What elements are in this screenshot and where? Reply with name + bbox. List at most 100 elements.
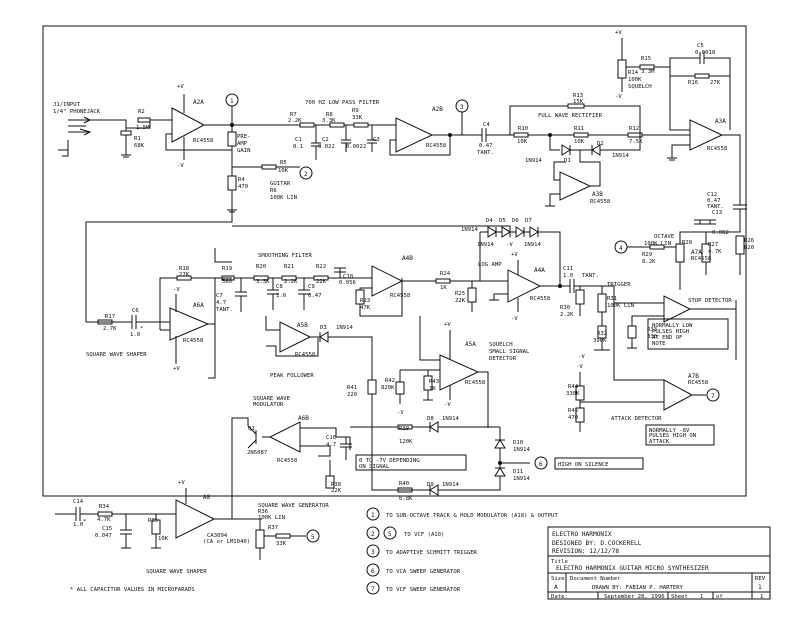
svg-text:7: 7 [371, 586, 375, 593]
c1-value: 0.1 [293, 144, 303, 150]
r39-value: 120K [399, 439, 413, 445]
opamp-a6b [268, 421, 301, 453]
pot-r14 [617, 59, 627, 79]
svg-text:2: 2 [371, 531, 375, 538]
schematic-border [42, 25, 747, 497]
opamp-a5b [279, 321, 312, 353]
r20-value: 3.3K [256, 279, 270, 285]
d3-value: 1N914 [336, 325, 353, 331]
r24-value: 1K [440, 285, 447, 291]
resistor-r2 [137, 117, 151, 123]
cap-c6 [86, 315, 170, 329]
squelch-label-1: SQUELCH [489, 342, 513, 348]
opamp-a2b [395, 117, 434, 153]
r20-ref: R20 [256, 264, 266, 270]
resistor-r16 [694, 73, 710, 79]
d2-value: 1N914 [612, 153, 629, 159]
r2-value: 1.5M [136, 125, 150, 131]
r14-squelch: SQUELCH [628, 84, 652, 90]
r7-ref: R7 [290, 112, 297, 118]
a3b-part: RC4558 [590, 199, 611, 205]
transistor-q1 [231, 417, 257, 505]
c8-value: 1.0 [276, 293, 286, 299]
resistor-r30 [575, 289, 585, 305]
resistor-r7 [299, 122, 315, 128]
c9-ref: C9 [308, 284, 315, 290]
note-box-signal: 0 TO -7V DEPENDING ON SIGNAL [355, 454, 467, 471]
title-block: ELECTRO HARMONIX DESIGNED BY: D.COCKEREL… [547, 526, 771, 600]
r15-ref: R15 [641, 56, 651, 62]
r7-value: 2.2K [288, 118, 302, 124]
wire-feedback-a2a [165, 133, 232, 151]
cap-c8 [267, 278, 279, 310]
svg-text:7: 7 [711, 393, 715, 400]
svg-text:1: 1 [371, 512, 375, 519]
r5-value: 10K [278, 168, 289, 174]
a5b-part: RC4558 [295, 352, 316, 358]
legend-item-2: 2 5 TO VCF (A10) [366, 526, 444, 540]
r14-neg: -V [615, 94, 622, 100]
r18-ref: R18 [179, 266, 190, 272]
opamp-a8 [175, 499, 216, 539]
note-box-attack: NORMALLY -8V PULSES HIGH ON ATTACK [645, 424, 715, 446]
r30-value: 2.2K [560, 312, 574, 318]
r44-value: 330K [566, 391, 580, 397]
svg-text:NORMALLY -8V: NORMALLY -8V [649, 428, 690, 434]
svg-text:5: 5 [311, 534, 315, 541]
c12-value: 0.47 [707, 198, 720, 204]
r26-ref: R26 [744, 238, 754, 244]
c14-star: * [83, 519, 86, 525]
a5a-part: RC4558 [465, 380, 486, 386]
resistor-r41 [367, 379, 377, 395]
a6a-neg: -V [173, 287, 180, 293]
cap-c11 [569, 279, 614, 293]
legend-item-3: 3 TO ADAPTIVE SCHMITT TRIGGER [366, 544, 478, 558]
r29-ref: R29 [642, 252, 652, 258]
a7a-part: RC4558 [691, 256, 712, 262]
opamp-a3a [689, 119, 724, 151]
sq-gen-label: SQUARE WAVE GENERATOR [258, 503, 329, 509]
sq-mod-label-1: SQUARE WAVE [253, 396, 291, 402]
d10-value: 1N914 [513, 447, 530, 453]
svg-text:6: 6 [539, 461, 543, 468]
d4-value: 1N914 [461, 227, 478, 233]
preamp-gain-1: PRE- [237, 134, 250, 140]
c3-value: 0.0022 [346, 144, 366, 150]
node-3: 3 [455, 99, 469, 135]
c7-value: 4.7 [216, 300, 226, 306]
r37-ref: R37 [268, 525, 278, 531]
octave-label: OCTAVE [654, 234, 675, 240]
d1-ref: D1 [564, 158, 571, 164]
wire-to-c6 [85, 210, 233, 322]
r11-ref: R11 [574, 126, 584, 132]
c16-value: 4.7 [326, 442, 336, 448]
d7-ref: D7 [525, 218, 532, 224]
cap-c7 [235, 278, 247, 312]
note-box-silence: HIGH ON SILENCE [554, 457, 644, 470]
a4a-pos: +V [511, 252, 518, 258]
stop-detector-label: STOP DETECTOR [688, 298, 732, 304]
legend-item-1: 1 TO SUB-OCTAVE TRACK & HOLD MODULATOR (… [366, 507, 558, 521]
c14-ref: C14 [73, 499, 84, 505]
svg-text:HIGH ON SILENCE: HIGH ON SILENCE [558, 462, 609, 468]
r36-lin: 100K LIN [258, 515, 285, 521]
cap-c16 [336, 436, 352, 460]
r38-value: 22K [331, 488, 342, 494]
size-value: A [554, 584, 558, 591]
diode-d10 [494, 439, 506, 449]
resistor-r5 [261, 164, 277, 170]
legend-item-4: 6 TO VCA SWEEP GENERATOR [366, 563, 461, 577]
r21-value: 2.2K [284, 279, 298, 285]
r17-ref: R17 [105, 314, 115, 320]
cap-c4 [476, 128, 510, 142]
r21-ref: R21 [284, 264, 294, 270]
r44-ref: R44 [568, 384, 579, 390]
a2b-part: RC4558 [426, 143, 447, 149]
c9-value: 0.47 [308, 293, 321, 299]
a5a-ref: A5A [465, 341, 476, 348]
r13-value: 15K [573, 99, 584, 105]
resistor-r3 [227, 131, 237, 147]
r22-value: 22K [316, 279, 327, 285]
